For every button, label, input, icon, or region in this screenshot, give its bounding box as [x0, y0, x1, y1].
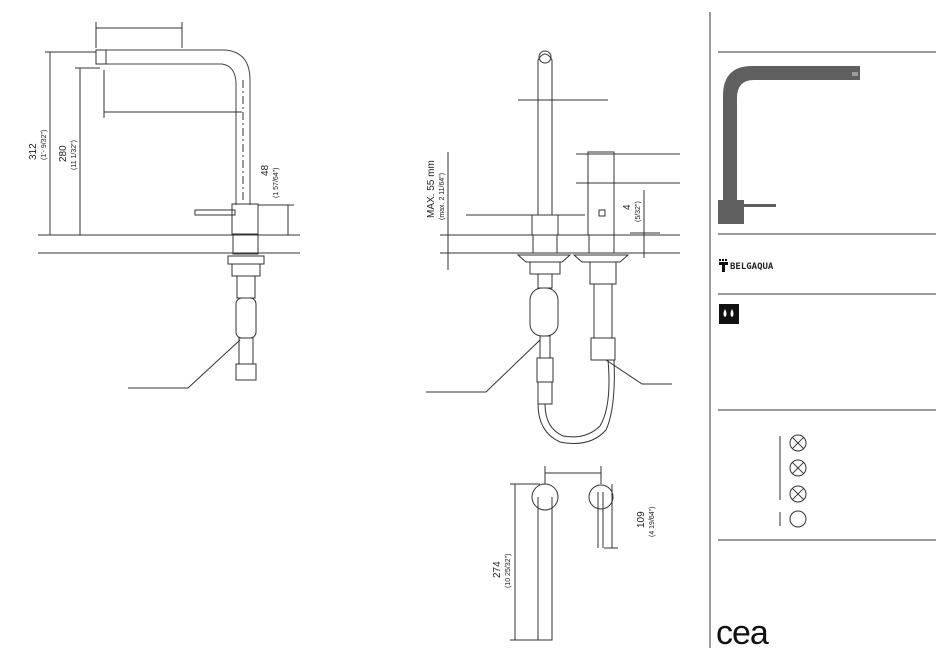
hose-nut	[537, 358, 553, 382]
callout-leader	[606, 360, 672, 384]
hose-end	[538, 382, 552, 404]
callout-leader	[426, 340, 540, 392]
dim-4-inch: (5/32")	[635, 201, 642, 222]
lever-body	[588, 152, 614, 235]
spout-top	[539, 51, 551, 63]
flex-hose	[236, 298, 256, 338]
crossed-circle-icon	[790, 435, 806, 451]
hose-connector	[239, 338, 253, 364]
hose-connector	[540, 336, 550, 358]
dim-280-inch: (11 1/32")	[71, 140, 78, 170]
dim-312-mm: 312	[28, 143, 39, 160]
product-silhouette	[718, 66, 860, 224]
lever-indicator	[599, 210, 605, 216]
front-deck-nut	[533, 235, 557, 253]
crossed-circle-icon	[790, 486, 806, 502]
dim-4-mm: 4	[622, 204, 633, 210]
lever-handle	[195, 210, 235, 215]
water-drops-icon	[719, 304, 739, 324]
dim-48-mm: 48	[260, 164, 271, 176]
dim-280-mm: 280	[58, 145, 69, 162]
spout-column	[538, 54, 552, 215]
brand-name: BELGAQUA	[730, 262, 774, 272]
cea-logo: cea	[716, 614, 769, 652]
mounting-washer	[232, 264, 260, 276]
info-panel	[710, 12, 936, 648]
dim-48-inch: (1 57/64")	[273, 167, 280, 198]
empty-circle-icon	[790, 511, 806, 527]
mounting-bracket	[574, 255, 628, 262]
mounting-rod	[538, 274, 552, 288]
valve-hose	[594, 284, 612, 338]
lever-deck-nut	[589, 235, 614, 253]
front-body	[532, 215, 558, 235]
dim-274-mm: 274	[492, 561, 503, 578]
side-view	[38, 22, 300, 388]
top-view	[510, 466, 618, 640]
dim-274-inch: (10 25/32")	[505, 554, 512, 588]
lever-base-circle	[589, 485, 613, 509]
faucet-spout	[96, 50, 250, 205]
weight-ball	[530, 288, 558, 336]
dim-109-mm: 109	[636, 511, 647, 528]
valve-nut	[591, 338, 615, 360]
valve-washer	[590, 262, 616, 284]
dim-312-inch: (1'- 9/32")	[41, 130, 48, 160]
mounting-bracket	[518, 255, 570, 262]
belgaqua-logo-icon	[719, 259, 728, 272]
mounting-rod	[237, 276, 255, 298]
front-view	[426, 51, 680, 444]
aerator	[96, 50, 106, 64]
dim-max-mm: MAX. 55 mm	[426, 160, 437, 218]
dim-max-inch: (max. 2 11/64")	[439, 173, 446, 220]
callout-leader	[128, 340, 240, 388]
spout-arm	[538, 497, 552, 640]
hose-nut	[236, 364, 256, 380]
dim-109-inch: (4 19/64")	[649, 506, 656, 537]
spout-base-circle	[532, 484, 558, 510]
mounting-washer	[530, 262, 560, 274]
mounting-plate	[228, 256, 264, 264]
product-aerator	[852, 72, 858, 76]
crossed-circle-icon	[790, 460, 806, 476]
symbol-legend	[780, 435, 806, 527]
pull-out-hose	[538, 360, 614, 444]
faucet-body	[232, 204, 258, 234]
deck-nut	[233, 234, 258, 254]
